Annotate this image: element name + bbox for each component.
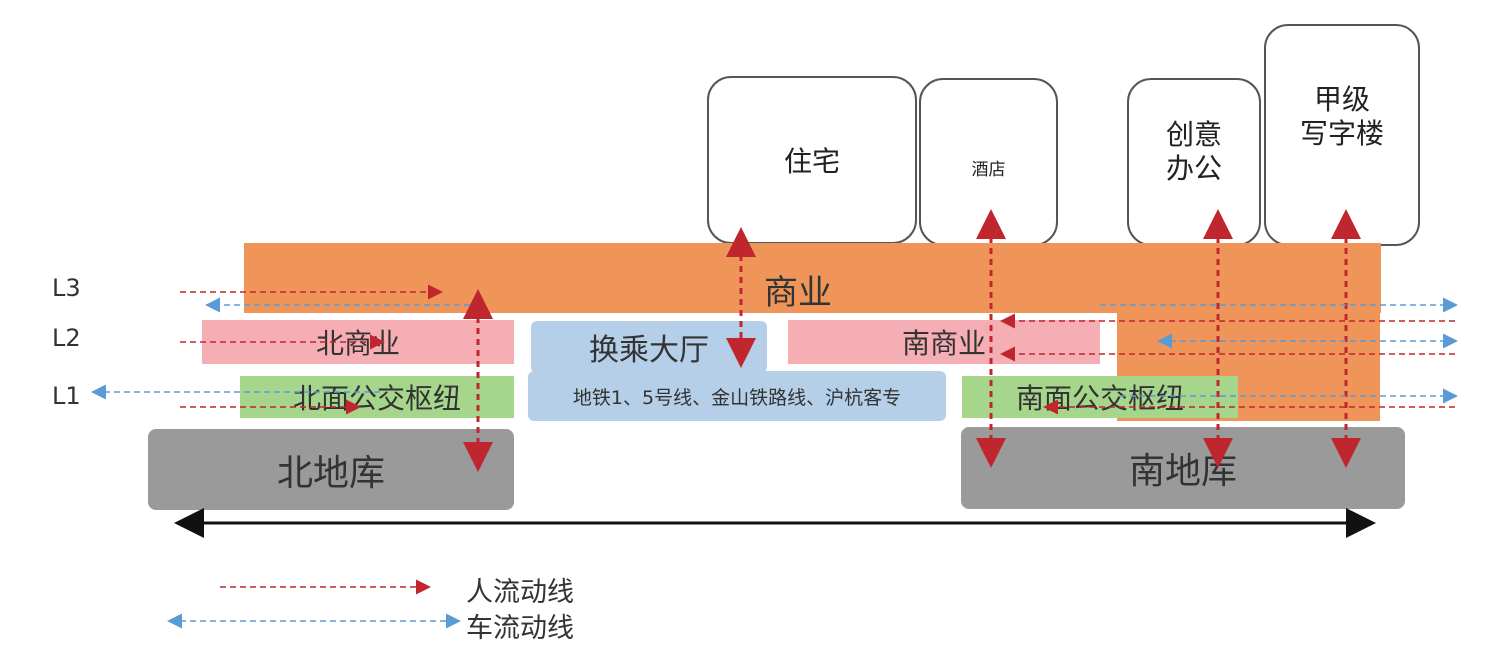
level-label-l2: L2 [52,324,81,352]
south-commercial-label: 南商业 [901,327,986,360]
commercial-label: 商业 [764,273,832,313]
level-label-l1: L1 [52,382,81,410]
tower-grade-a-office-label: 甲级 写字楼 [1299,83,1384,150]
tower-creative-office: 创意 办公 [1127,78,1261,246]
tower-residential: 住宅 [707,76,917,244]
transit-lines-block: 地铁1、5号线、金山铁路线、沪杭客专 [528,371,946,421]
tower-hotel-label: 酒店 [971,159,1006,180]
level-label-l3: L3 [52,274,81,302]
south-bus-hub-block: 南面公交枢纽 [962,376,1238,418]
north-garage-block: 北地库 [148,429,514,510]
north-bus-hub-label: 北面公交枢纽 [292,382,461,415]
tower-residential-label: 住宅 [783,145,840,178]
legend-pedestrian-label: 人流动线 [466,577,574,608]
south-commercial-block: 南商业 [788,320,1100,364]
tower-creative-office-label: 创意 办公 [1165,118,1222,185]
legend-vehicle-label: 车流动线 [466,613,574,644]
north-commercial-label: 北商业 [315,327,400,360]
transit-lines-label: 地铁1、5号线、金山铁路线、沪杭客专 [572,386,902,409]
north-garage-label: 北地库 [276,452,385,494]
commercial-block: 商业 [244,243,1381,313]
transfer-hall-label: 换乘大厅 [589,333,709,368]
